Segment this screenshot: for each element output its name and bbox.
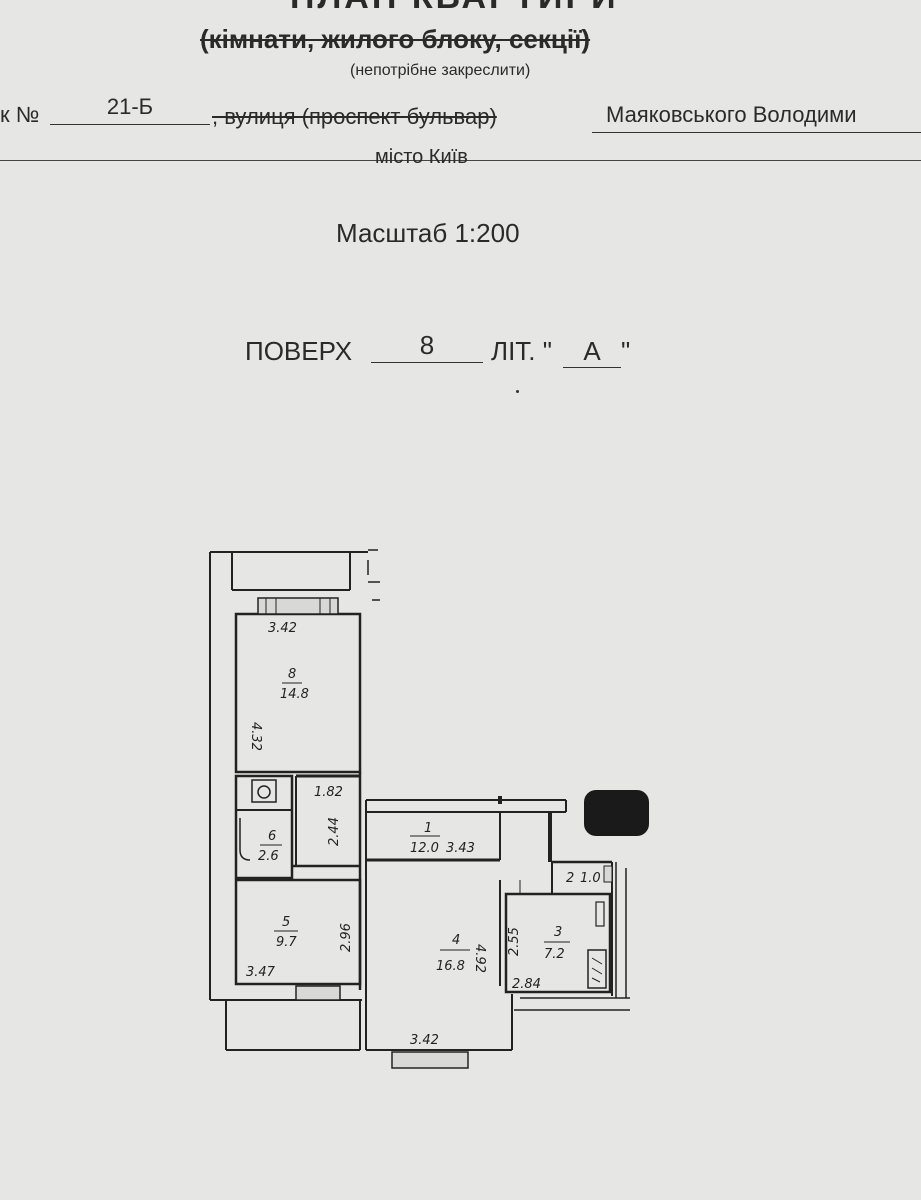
strike-note: (непотрібне закреслити) xyxy=(350,62,531,79)
lit-value: А xyxy=(563,336,621,368)
dim-kitchen-width: 2.84 xyxy=(512,977,541,992)
dim-corridor-width: 1.82 xyxy=(314,785,343,800)
dim-room5-length: 2.96 xyxy=(339,923,354,952)
document-subtitle: (кімнати, жилого блоку, секції) xyxy=(200,24,591,54)
room-4-area: 16.8 xyxy=(436,959,465,974)
room-labels: 8 14.8 6 2.6 5 9.7 1 12.0 4 16.8 3 7.2 2… xyxy=(258,667,601,974)
speck xyxy=(516,390,519,393)
room-4-number: 4 xyxy=(452,933,460,948)
house-label: к № xyxy=(0,102,40,127)
scale-label: Масштаб 1:200 xyxy=(336,218,520,248)
dim-room8-width: 3.42 xyxy=(268,621,297,636)
room-3-area: 7.2 xyxy=(544,947,565,962)
room-3-number: 3 xyxy=(554,925,562,940)
room-2-number: 2 xyxy=(566,871,574,886)
room-8-number: 8 xyxy=(288,667,296,682)
redaction-mark xyxy=(584,790,649,836)
room-1-number: 1 xyxy=(424,821,432,836)
room-5-number: 5 xyxy=(282,915,290,930)
street-label: , вулиця (проспект бульвар) xyxy=(212,104,497,129)
room-6-area: 2.6 xyxy=(258,849,279,864)
floor-row: ПОВЕРХ 8 ЛІТ. " А " xyxy=(245,330,665,376)
house-number: 21-Б xyxy=(50,94,210,125)
street-name: Маяковського Володими xyxy=(592,102,921,133)
room-6-number: 6 xyxy=(268,829,276,844)
room-8-area: 14.8 xyxy=(280,687,309,702)
lit-label: ЛІТ. " xyxy=(491,336,552,366)
document-title: ПЛАН КВАРТИРИ xyxy=(290,0,619,17)
room-5-area: 9.7 xyxy=(276,935,297,950)
dim-hall-width: 3.43 xyxy=(446,841,475,856)
dim-room4-length: 4.92 xyxy=(472,944,487,973)
dim-room5-width: 3.47 xyxy=(246,965,276,980)
dim-kitchen-length: 2.55 xyxy=(507,927,522,956)
floor-label: ПОВЕРХ xyxy=(245,336,353,366)
dim-room8-length: 4.32 xyxy=(248,722,263,751)
room-2-area: 1.0 xyxy=(580,871,601,886)
dim-corridor-length: 2.44 xyxy=(327,817,342,846)
floor-number: 8 xyxy=(371,330,483,363)
dimension-labels: 3.42 4.32 1.82 2.44 3.43 2.96 3.47 2.55 … xyxy=(246,621,541,1048)
address-rule xyxy=(0,160,921,161)
city: місто Київ xyxy=(375,146,468,168)
lit-close: " xyxy=(621,336,631,366)
dim-room4-width: 3.42 xyxy=(410,1033,439,1048)
address-row: к № 21-Б , вулиця (проспект бульвар) Мая… xyxy=(0,94,921,140)
room-1-area: 12.0 xyxy=(410,841,439,856)
